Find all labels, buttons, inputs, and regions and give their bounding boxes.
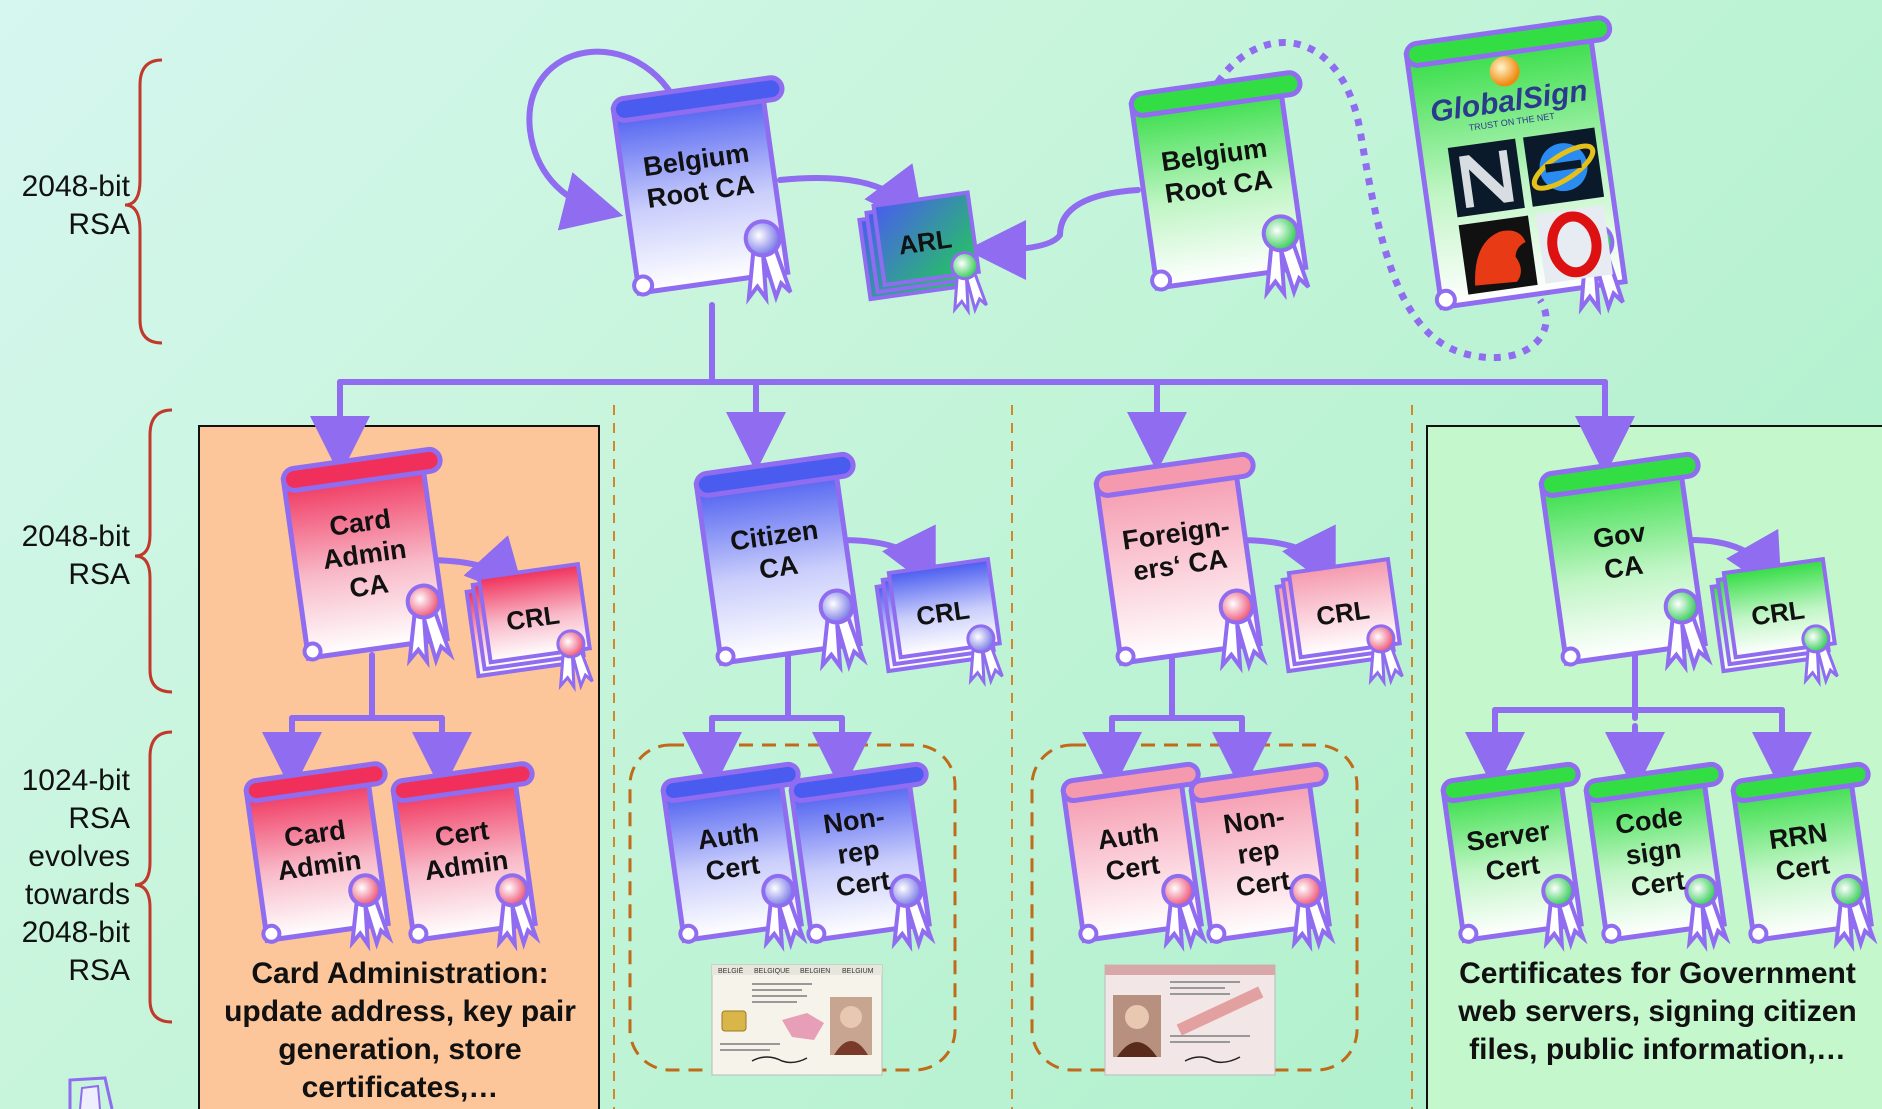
side-label-leaf-6: RSA [68,954,130,987]
server-cert-scroll: Server Cert [1440,761,1588,952]
side-label-intermediate-group: 2048-bit RSA [22,520,131,591]
side-label-int-1: 2048-bit [22,520,131,553]
citizen-ca-line-2: CA [757,550,800,585]
foreigner-card-image [1104,964,1276,1076]
citizen-ca-scroll: Citizen CA [693,451,868,674]
side-label-leaf-1: 1024-bit [22,764,131,797]
gov-ca-scroll: Gov CA [1538,451,1713,674]
card-admin-cert-scroll: Card Admin [243,761,394,952]
citizen-nonrep-line-3: Cert [834,865,892,902]
rrn-cert-line-2: Cert [1774,849,1832,886]
foreigners-ca-scroll: Foreign- ers‘ CA [1093,451,1268,674]
foreign-nonrep-line-3: Cert [1234,865,1292,902]
eid-header-1: BELGIË [718,967,744,975]
brace-intermediate [134,408,173,694]
side-label-leaf-3: evolves [28,840,130,873]
cert-admin-leaf-line-1: Cert [433,815,491,852]
foreign-nonrep-cert-scroll: Non- rep Cert [1188,761,1336,952]
citizen-nonrep-cert-scroll: Non- rep Cert [788,761,936,952]
arl-stack: ARL [857,190,988,316]
crl-card-admin: CRL [464,561,594,693]
eid-header-3: BELGIEN [800,968,830,975]
gov-ca-line-2: CA [1602,550,1645,585]
side-label-leaf-5: 2048-bit [22,916,131,949]
crl-gov: CRL [1709,556,1839,688]
rrn-cert-scroll: RRN Cert [1730,761,1878,952]
belgium-root-ca-scroll: Belgium Root CA [610,75,793,306]
card-admin-ca-scroll: Card Admin CA [280,446,455,669]
belgian-eid-card-image: BELGIË BELGIQUE BELGIEN BELGIUM [711,964,883,1076]
side-label-root-group: 2048-bit RSA [22,170,131,241]
foreign-auth-cert-scroll: Auth Cert [1060,761,1208,952]
card-admin-panel-text: Card Administration: update address, key… [224,957,576,1104]
side-label-leaf-group: 1024-bit RSA evolves towards 2048-bit RS… [22,764,131,987]
crl-citizen: CRL [874,556,1004,688]
crl-citizen-label: CRL [914,594,971,631]
opera-icon [1535,204,1613,284]
server-cert-line-2: Cert [1484,849,1542,886]
side-label-leaf-4: towards [25,878,130,911]
foreign-auth-line-2: Cert [1104,849,1162,886]
crl-gov-label: CRL [1749,594,1806,631]
citizen-nonrep-line-2: rep [836,834,882,870]
netscape-icon [1447,138,1525,218]
gov-ca-line-1: Gov [1591,517,1647,554]
partial-logo [68,1076,114,1109]
citizen-auth-cert-scroll: Auth Cert [660,761,808,952]
arl-label: ARL [897,223,954,260]
foreign-nonrep-line-2: rep [1236,834,1282,870]
internet-explorer-icon [1523,127,1605,207]
side-label-int-2: RSA [68,558,130,591]
side-label-root-1: 2048-bit [22,170,131,203]
eid-header-2: BELGIQUE [754,968,790,975]
crl-foreigners-label: CRL [1314,594,1371,631]
mozilla-icon [1458,215,1538,295]
gov-panel-text: Certificates for Government web servers,… [1458,957,1857,1066]
globalsign-scroll: GlobalSign TRUST ON THE NET [1403,15,1628,316]
eid-header-4: BELGIUM [842,968,874,975]
crl-foreigners: CRL [1274,556,1404,688]
side-label-leaf-2: RSA [68,802,130,835]
belgium-root-ca-cross-scroll: Belgium Root CA [1128,70,1311,301]
brace-leaf [134,730,173,1024]
code-sign-line-3: Cert [1629,865,1687,902]
crl-card-admin-label: CRL [504,599,561,636]
code-sign-cert-scroll: Code sign Cert [1583,761,1731,952]
partial-logo-inner [79,1084,101,1109]
citizen-auth-line-2: Cert [704,849,762,886]
brace-root [124,58,163,345]
side-label-root-2: RSA [68,208,130,241]
globalsign-orb [1489,56,1520,87]
card-admin-ca-line-3: CA [348,568,391,603]
cert-admin-scroll: Cert Admin [390,761,541,952]
cross-cert-dotted-arc [1206,39,1550,362]
